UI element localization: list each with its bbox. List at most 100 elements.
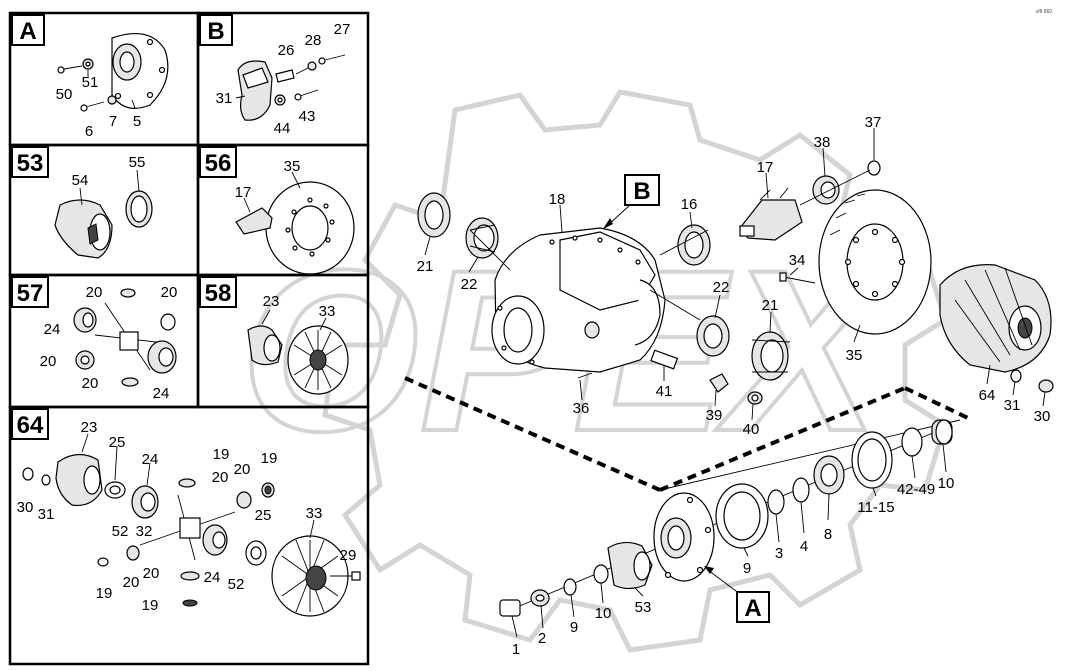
callout: 24 bbox=[153, 385, 170, 402]
callout: 55 bbox=[129, 154, 146, 171]
inset-b-drawing bbox=[235, 54, 346, 121]
inset-58-callouts: 23 33 bbox=[263, 293, 336, 320]
callout: 28 bbox=[305, 32, 322, 49]
inset-64-drawing bbox=[22, 433, 361, 617]
callout: 31 bbox=[1004, 397, 1021, 414]
callout: 51 bbox=[82, 74, 99, 91]
inset-64-callouts: 23 25 24 19 20 19 30 31 52 32 20 25 33 1… bbox=[17, 419, 357, 614]
callout: 5 bbox=[133, 113, 141, 130]
callout: 54 bbox=[72, 172, 89, 189]
callout: 35 bbox=[846, 347, 863, 364]
inset-labels: A B 53 56 57 58 64 bbox=[17, 18, 232, 439]
callout: 35 bbox=[284, 158, 301, 175]
inset-label-57: 57 bbox=[17, 280, 44, 307]
callout: 24 bbox=[142, 451, 159, 468]
callout: 24 bbox=[204, 569, 221, 586]
callout: 30 bbox=[17, 499, 34, 516]
detail-label-b: B bbox=[633, 178, 650, 205]
callout: 44 bbox=[274, 120, 291, 137]
callout: 3 bbox=[775, 545, 783, 562]
inset-56-drawing bbox=[235, 171, 355, 275]
corner-tag: sf8 860 bbox=[1036, 9, 1053, 15]
callout: 41 bbox=[656, 383, 673, 400]
callout: 4 bbox=[800, 538, 808, 555]
inset-57-callouts: 20 20 24 20 20 24 bbox=[40, 284, 178, 402]
inset-label-56: 56 bbox=[205, 150, 232, 177]
inset-frames bbox=[8, 11, 370, 666]
callout: 17 bbox=[757, 159, 774, 176]
callout: 20 bbox=[82, 375, 99, 392]
callout: 18 bbox=[549, 191, 566, 208]
callout: 8 bbox=[824, 526, 832, 543]
callout: 24 bbox=[44, 321, 61, 338]
inset-label-58: 58 bbox=[205, 280, 232, 307]
callout: 31 bbox=[216, 90, 233, 107]
section-divider bbox=[404, 376, 969, 492]
callout: 21 bbox=[417, 258, 434, 275]
callout: 26 bbox=[278, 42, 295, 59]
callout: 30 bbox=[1034, 408, 1051, 425]
callout: 38 bbox=[814, 134, 831, 151]
callout: 6 bbox=[85, 123, 93, 140]
callout: 20 bbox=[212, 469, 229, 486]
callout: 25 bbox=[109, 434, 126, 451]
callout: 34 bbox=[789, 252, 806, 269]
callout: 10 bbox=[595, 605, 612, 622]
callout: 31 bbox=[38, 506, 55, 523]
callout: 19 bbox=[261, 450, 278, 467]
callout: 9 bbox=[743, 560, 751, 577]
main-assembly-callouts: 18 16 17 38 37 21 22 34 22 21 35 64 31 3… bbox=[417, 114, 1051, 438]
detail-a-frame bbox=[736, 591, 770, 623]
callout: 1 bbox=[512, 641, 520, 658]
callout: 17 bbox=[235, 184, 252, 201]
callout: 9 bbox=[570, 619, 578, 636]
callout: 50 bbox=[56, 86, 73, 103]
callout: 22 bbox=[713, 279, 730, 296]
main-assembly-drawing bbox=[417, 128, 1054, 421]
callout: 52 bbox=[112, 523, 129, 540]
inset-56-callouts: 17 35 bbox=[235, 158, 301, 201]
callout: 21 bbox=[762, 297, 779, 314]
callout: 20 bbox=[161, 284, 178, 301]
callout: 7 bbox=[109, 113, 117, 130]
callout: 20 bbox=[234, 461, 251, 478]
callout: 64 bbox=[979, 387, 996, 404]
callout: 20 bbox=[86, 284, 103, 301]
callout: 33 bbox=[319, 303, 336, 320]
inset-label-53: 53 bbox=[17, 150, 44, 177]
inset-b-callouts: 31 26 28 27 44 43 bbox=[216, 21, 351, 137]
callout: 19 bbox=[213, 446, 230, 463]
inset-label-64: 64 bbox=[17, 412, 44, 439]
inset-53-drawing bbox=[54, 169, 153, 259]
callout: 23 bbox=[263, 293, 280, 310]
callout: 16 bbox=[681, 196, 698, 213]
callout: 20 bbox=[123, 574, 140, 591]
callout: 40 bbox=[743, 421, 760, 438]
detail-label-a: A bbox=[744, 595, 761, 622]
callout: 53 bbox=[635, 599, 652, 616]
callout: 11-15 bbox=[857, 499, 894, 516]
callout: 52 bbox=[228, 576, 245, 593]
bolt-holes bbox=[285, 197, 335, 257]
callout: 19 bbox=[96, 585, 113, 602]
detail-b-frame bbox=[624, 174, 660, 206]
callout: 22 bbox=[461, 276, 478, 293]
inset-label-b: B bbox=[207, 18, 224, 45]
callout: 32 bbox=[136, 523, 153, 540]
inset-58-drawing bbox=[247, 309, 349, 395]
callout: 19 bbox=[142, 597, 159, 614]
inset-53-callouts: 54 55 bbox=[72, 154, 146, 189]
callout: 42-49 bbox=[897, 481, 935, 498]
callout: 2 bbox=[538, 630, 546, 647]
exploded-stack-drawing bbox=[499, 419, 961, 638]
callout: 10 bbox=[938, 475, 955, 492]
exploded-stack-callouts: 1 2 9 10 53 9 3 4 8 11-15 42-49 10 bbox=[512, 475, 955, 658]
callout: 37 bbox=[865, 114, 882, 131]
callout: 27 bbox=[334, 21, 351, 38]
callout: 20 bbox=[143, 565, 160, 582]
callout: 33 bbox=[306, 505, 323, 522]
callout: 23 bbox=[81, 419, 98, 436]
inset-label-a: A bbox=[19, 18, 36, 45]
ring-gear-bolts bbox=[844, 228, 906, 298]
